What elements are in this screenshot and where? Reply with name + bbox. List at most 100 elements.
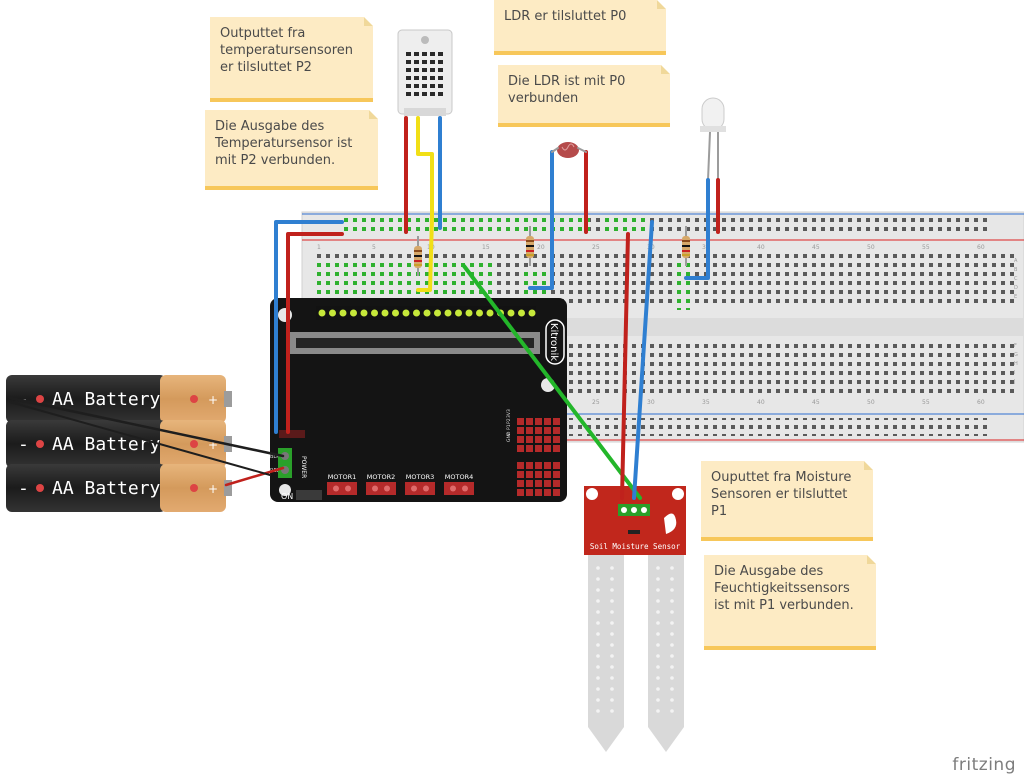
note-ldr-no: LDR er tilsluttet P0 xyxy=(494,0,666,55)
temperature-sensor-icon xyxy=(397,29,453,116)
pin-header xyxy=(544,436,551,443)
bb-col-number: 25 xyxy=(592,399,600,406)
edge-pad xyxy=(434,309,441,317)
edge-pad xyxy=(455,309,462,317)
sensor-vent xyxy=(414,84,419,88)
prong-dot xyxy=(656,610,660,614)
pin-header xyxy=(526,436,533,443)
sensor-vent xyxy=(406,92,411,96)
sensor-vent xyxy=(422,68,427,72)
prong-dot xyxy=(596,709,600,713)
pin-header xyxy=(544,418,551,425)
bb-col-number: 60 xyxy=(977,399,985,406)
bb-col-number: 55 xyxy=(922,399,930,406)
bb-row-letter: G xyxy=(1014,352,1018,358)
terminal-screw xyxy=(462,485,468,492)
edge-pad xyxy=(402,309,410,317)
sensor-vent xyxy=(430,92,435,96)
pin-header xyxy=(526,471,533,478)
edge-pad xyxy=(444,309,452,317)
motor-terminal xyxy=(327,482,357,495)
pin-group-label: 3V3 xyxy=(506,409,512,418)
prong-dot xyxy=(596,599,600,603)
motor-label: MOTOR3 xyxy=(406,473,434,481)
sensor-vent xyxy=(438,60,443,64)
note-moist-no: Ouputtet fra Moisture Sensoren er tilslu… xyxy=(701,461,873,541)
pin-group-label: V xyxy=(506,432,512,436)
edge-pad xyxy=(476,309,483,317)
sensor-vent xyxy=(406,84,411,88)
pin-header xyxy=(517,427,524,434)
pin-header xyxy=(517,471,524,478)
prong-dot xyxy=(610,632,614,636)
pin-header xyxy=(517,436,524,443)
pin-header xyxy=(544,471,551,478)
pin-header xyxy=(553,427,560,434)
prong-dot xyxy=(670,643,674,647)
pin-header xyxy=(517,462,524,469)
pin-header xyxy=(526,480,533,487)
bb-col-number: 40 xyxy=(757,244,765,251)
battery-plus-label: + xyxy=(208,393,218,407)
prong-dot xyxy=(610,599,614,603)
prong-dot xyxy=(656,654,660,658)
prong-dot xyxy=(656,709,660,713)
bb-col-number: 50 xyxy=(867,399,875,406)
battery-plus-label: + xyxy=(208,482,218,496)
bb-col-number: 20 xyxy=(537,244,545,251)
note-temp-no: Outputtet fra temperatursensoren er tils… xyxy=(210,17,373,102)
wires xyxy=(8,116,720,500)
motor-terminal xyxy=(405,482,435,495)
battery-minus-label: - xyxy=(18,478,29,499)
battery-plus-label: + xyxy=(208,438,218,452)
bb-row-letter: E xyxy=(1014,294,1017,300)
sensor-vent xyxy=(438,52,443,56)
pin-header xyxy=(526,427,533,434)
prong-dot xyxy=(596,676,600,680)
bb-row-letter: F xyxy=(1014,343,1017,349)
board-brand-label: Kitronik xyxy=(548,323,559,361)
sensor-vent xyxy=(422,60,427,64)
sensor-vent xyxy=(422,52,427,56)
prong-dot xyxy=(610,588,614,592)
prong-dot xyxy=(670,577,674,581)
battery-icon: -AA Battery+ xyxy=(6,375,232,423)
prong-dot xyxy=(656,577,660,581)
edge-pad xyxy=(423,309,431,317)
sensor-vent xyxy=(414,60,419,64)
bb-row-letter: C xyxy=(1014,276,1018,282)
pin-header xyxy=(535,427,542,434)
prong-dot xyxy=(656,632,660,636)
pin-header xyxy=(526,445,533,452)
edge-pad xyxy=(465,309,473,317)
bb-col-number: 15 xyxy=(482,244,490,251)
sensor-vent xyxy=(438,76,443,80)
prong-dot xyxy=(596,698,600,702)
edge-pad xyxy=(339,309,347,317)
power-label: POWER xyxy=(300,456,307,478)
sensor-vent xyxy=(414,76,419,80)
prong-dot xyxy=(670,687,674,691)
bb-row-letter: J xyxy=(1013,379,1015,385)
pin-header xyxy=(526,462,533,469)
ldr-icon xyxy=(557,142,579,158)
prong-dot xyxy=(610,676,614,680)
pin-group-label: GND xyxy=(506,431,512,442)
bb-col-number: 40 xyxy=(757,399,765,406)
pin-header xyxy=(544,445,551,452)
prong-dot xyxy=(596,621,600,625)
terminal-screw xyxy=(372,485,378,492)
pin-header xyxy=(535,471,542,478)
sensor-vent xyxy=(422,84,427,88)
terminal-screw xyxy=(345,485,351,492)
battery-minus-label: - xyxy=(18,389,29,410)
terminal-screw xyxy=(333,485,339,492)
edge-pad xyxy=(528,309,536,317)
note-temp-de: Die Ausgabe des Temperatursensor ist mit… xyxy=(205,110,378,190)
pin-header xyxy=(544,480,551,487)
bb-col-number: 35 xyxy=(702,399,710,406)
pin-header xyxy=(526,489,533,496)
motor-label: MOTOR1 xyxy=(328,473,356,481)
resistor-icon xyxy=(414,236,422,276)
